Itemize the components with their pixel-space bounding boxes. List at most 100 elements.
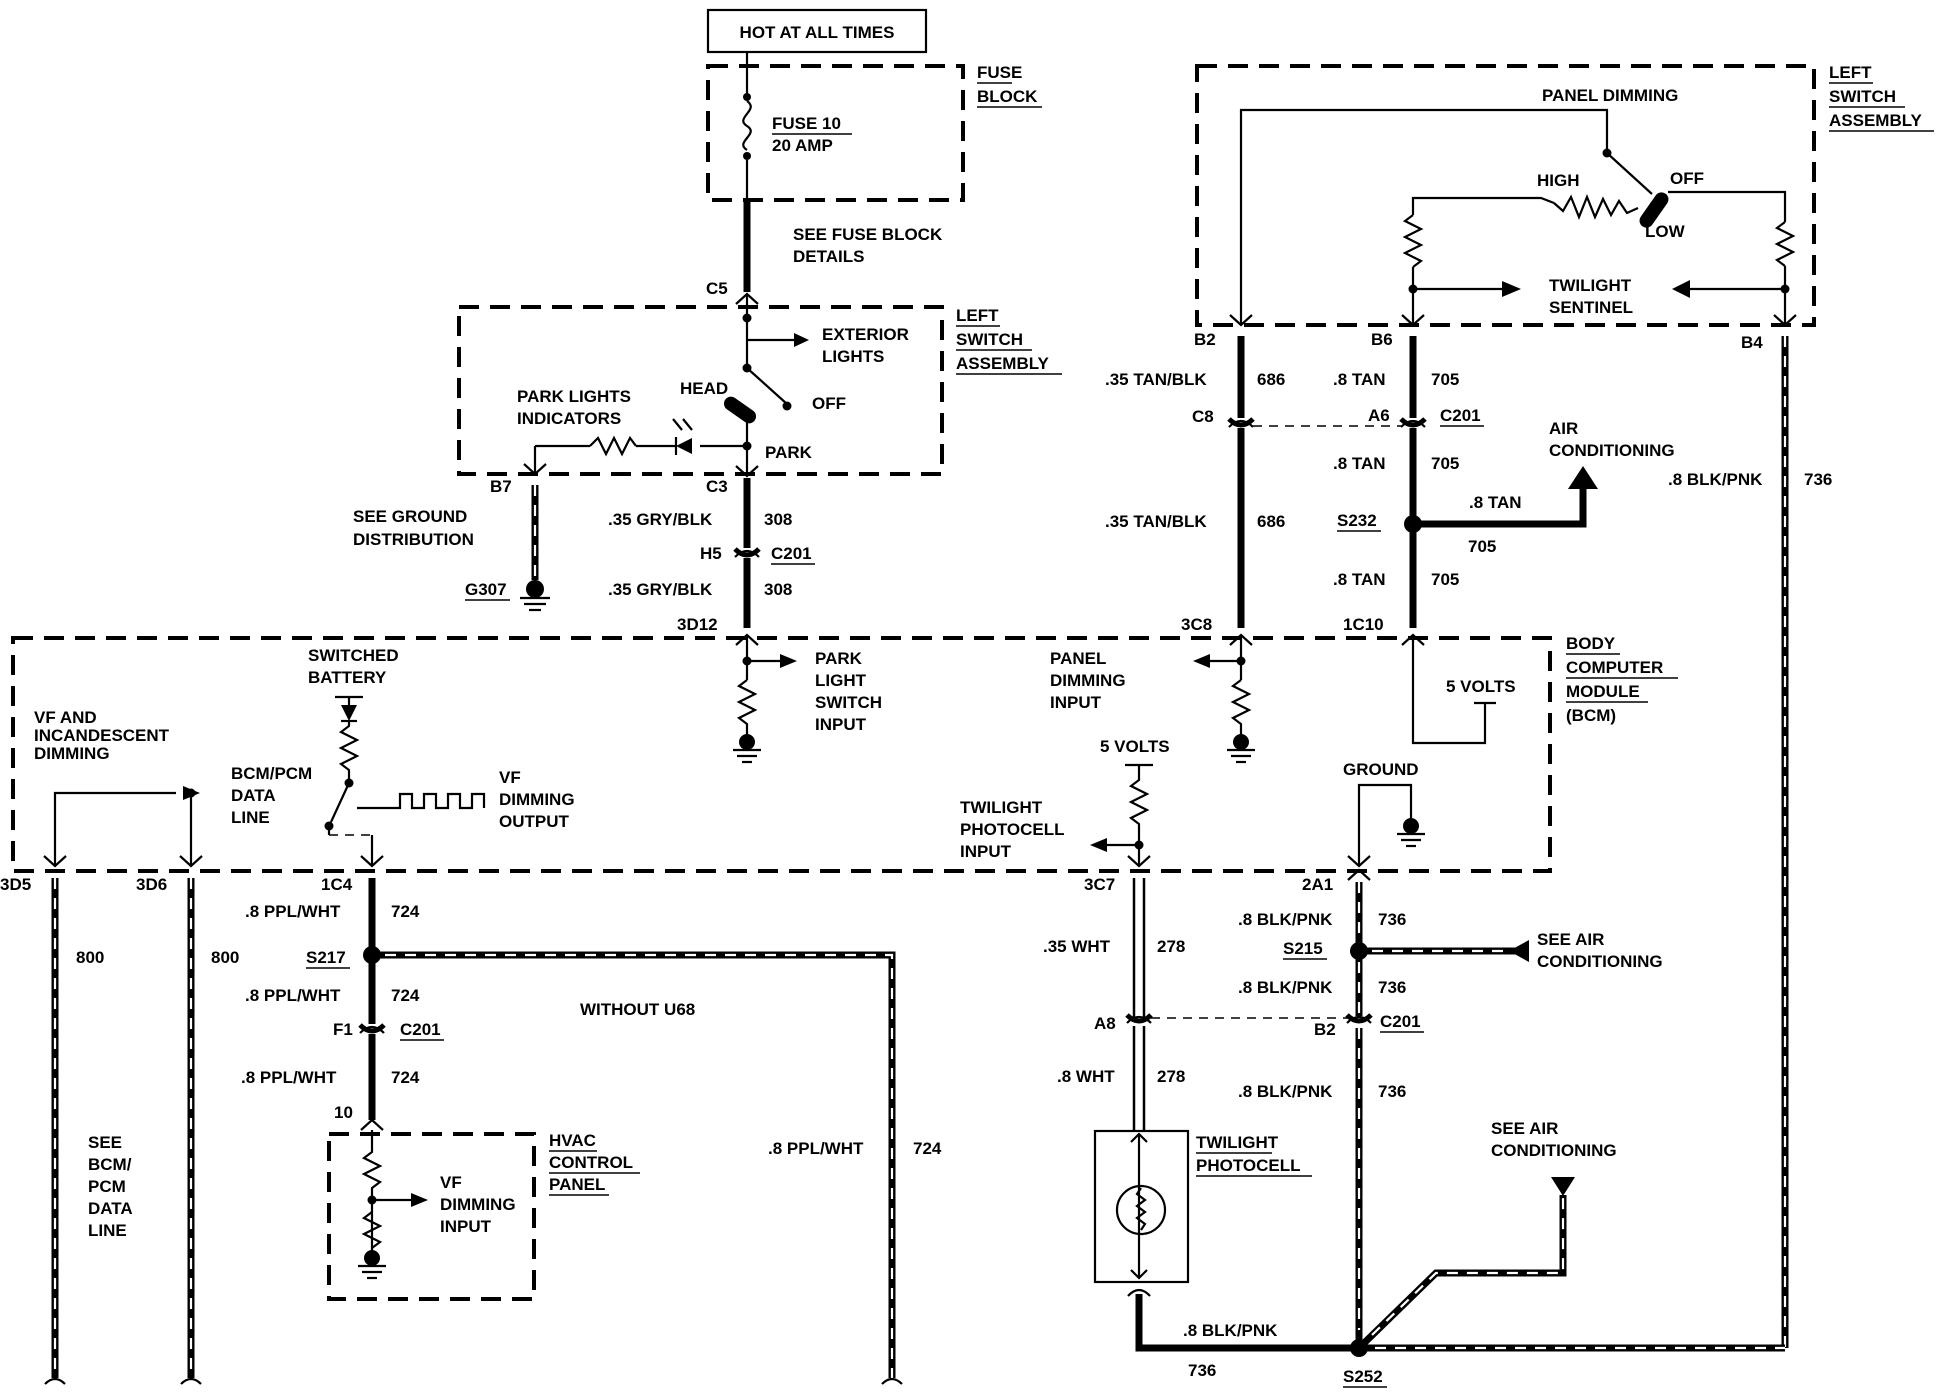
pin-b7: B7 [490,477,512,496]
connector-c201: C201 [400,1020,441,1039]
vf-incandescent-label: DIMMING [34,744,110,763]
ground-id: G307 [465,580,507,599]
wire-724-num: 724 [913,1139,942,1158]
wire-736-label: .8 BLK/PNK [1238,1082,1333,1101]
hvac-resistor-icon [361,1211,383,1249]
ground-note: DISTRIBUTION [353,530,474,549]
ac-note: SEE AIR [1491,1119,1558,1138]
wire-736-label: .8 BLK/PNK [1238,978,1333,997]
twilight-sentinel-label: SENTINEL [1549,298,1633,317]
bcm-ground-icon [1397,818,1425,848]
connector-c5: C5 [706,279,728,298]
fuse-block-box [706,64,965,202]
exterior-lights-arrow-icon [794,333,809,347]
pin-3d12: 3D12 [677,615,718,634]
wire-736-label: .8 BLK/PNK [1183,1321,1278,1340]
park-input-label: INPUT [815,715,867,734]
pin-a6: A6 [1368,406,1390,425]
connector-c3-symbol [735,465,759,478]
photocell-input-label: INPUT [960,842,1012,861]
hvac-panel-box [327,1132,536,1301]
wire-686-label: .35 TAN/BLK [1105,370,1207,389]
wire-705-num: 705 [1431,370,1459,389]
ac-arrow-icon [1509,940,1529,962]
fuse-block-label: FUSE [977,63,1022,82]
data-line-note: BCM/ [88,1155,132,1174]
connector-c201-h5 [733,547,761,558]
pin-a8: A8 [1094,1014,1116,1033]
hvac-panel-label: HVAC [549,1131,596,1150]
wire-278-num: 278 [1157,1067,1185,1086]
exterior-lights-label: EXTERIOR [822,325,909,344]
wire-705-num: 705 [1431,454,1459,473]
wire-800-num: 800 [76,948,104,967]
splice-s217-label: S217 [306,948,346,967]
panel-input-label: PANEL [1050,649,1106,668]
wire-686-num: 686 [1257,370,1285,389]
connector-c201-f1 [358,1023,386,1034]
park-input-resistor-icon [736,679,758,738]
splice-s232-label: S232 [1337,511,1377,530]
wire-736-num: 736 [1378,978,1406,997]
ac-label: CONDITIONING [1549,441,1675,460]
connector-c201-b2 [1345,1013,1373,1024]
dimmer-low-label: LOW [1645,222,1686,241]
ground-g307-icon [520,580,550,612]
diode-icon [341,705,357,721]
hvac-input-label: DIMMING [440,1195,516,1214]
pin-h5: H5 [700,544,722,563]
wire-705-label: .8 TAN [1469,493,1522,512]
pin-b6: B6 [1371,330,1393,349]
wire-705-label: .8 TAN [1333,370,1386,389]
bcm-label: MODULE [1566,682,1640,701]
bcm-label: BODY [1566,634,1616,653]
fuse-icon [742,66,752,200]
switched-battery-resistor-icon [338,721,360,779]
data-line-label: LINE [231,808,270,827]
dimmer-switch-label: SWITCH [1829,87,1896,106]
connector-a8 [1125,1013,1153,1024]
wire-308-label: .35 GRY/BLK [608,510,713,529]
headlamp-switch-label: SWITCH [956,330,1023,349]
photocell-icon [1115,1184,1167,1236]
panel-dimming-title: PANEL DIMMING [1542,86,1678,105]
dimmer-high-label: HIGH [1537,171,1580,190]
hot-label: HOT AT ALL TIMES [740,23,895,42]
ac-note: SEE AIR [1537,930,1604,949]
vf-output-label: VF [499,768,521,787]
park-indicators-label: INDICATORS [517,409,621,428]
pwm-signal-icon [357,792,486,810]
pin-f1: F1 [333,1020,353,1039]
connector-c201: C201 [771,544,812,563]
park-input-label: SWITCH [815,693,882,712]
wire-736-num: 736 [1188,1361,1216,1380]
data-line-note: SEE [88,1133,122,1152]
photocell-input-label: PHOTOCELL [960,820,1065,839]
hvac-input-label: INPUT [440,1217,492,1236]
bcm-box [11,636,1552,873]
panel-input-label: DIMMING [1050,671,1126,690]
wire-736-label: .8 BLK/PNK [1238,910,1333,929]
wire-724-label: .8 PPL/WHT [241,1068,337,1087]
photocell-input-label: TWILIGHT [960,798,1043,817]
pin-b2: B2 [1314,1020,1336,1039]
pin-3d5: 3D5 [0,875,31,894]
headlamp-switch-label: LEFT [956,306,999,325]
photocell-label: PHOTOCELL [1196,1156,1301,1175]
hvac-input-label: VF [440,1173,462,1192]
wire-736-label: .8 BLK/PNK [1668,470,1763,489]
wire-724-num: 724 [391,986,420,1005]
park-indicators-label: PARK LIGHTS [517,387,631,406]
vf-output-label: DIMMING [499,790,575,809]
switched-battery-label: SWITCHED [308,646,399,665]
exterior-lights-label: LIGHTS [822,347,884,366]
pin-3c7: 3C7 [1084,875,1115,894]
bcm-label: (BCM) [1566,706,1616,725]
ac-label: AIR [1549,419,1578,438]
data-line-note: LINE [88,1221,127,1240]
data-line-label: DATA [231,786,276,805]
twilight-sentinel-label: TWILIGHT [1549,276,1632,295]
wire-686-label: .35 TAN/BLK [1105,512,1207,531]
switch-off-label: OFF [812,394,846,413]
park-input-ground-icon [733,734,761,764]
